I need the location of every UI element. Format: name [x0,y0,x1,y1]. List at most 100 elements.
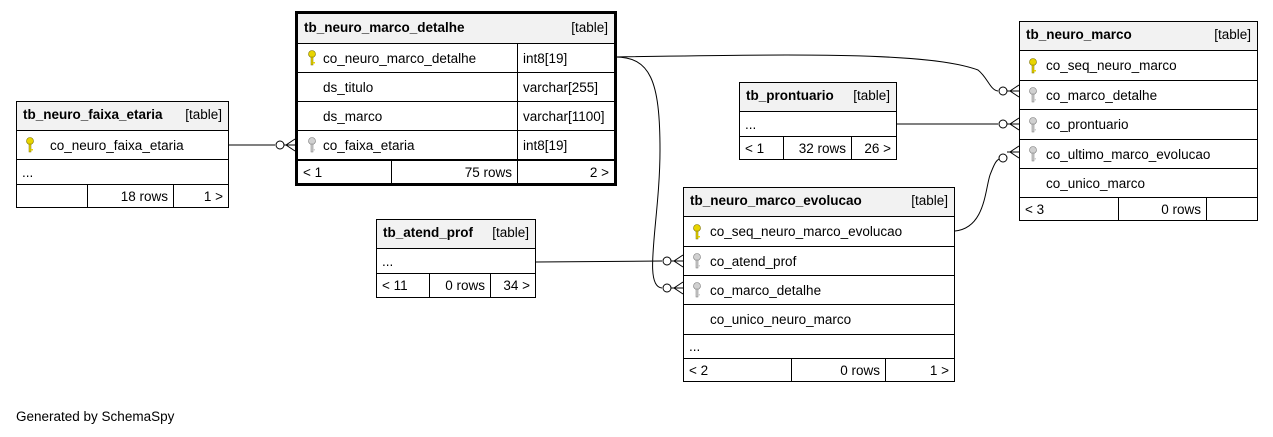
prev-count: < 11 [382,278,408,293]
row-count: 18 rows [87,185,173,207]
foreign-key-icon [308,137,316,153]
generated-by-label: Generated by SchemaSpy [16,409,175,424]
table-type: [table] [571,20,608,35]
table-neuro-faixa-etaria[interactable]: tb_neuro_faixa_etaria [table] co_neuro_f… [16,101,229,208]
table-atend-prof[interactable]: tb_atend_prof [table] ... < 11 0 rows 34… [376,219,536,298]
column-name: co_faixa_etaria [323,137,415,153]
column-row[interactable]: co_seq_neuro_marco [1020,50,1257,80]
column-name: ds_marco [323,108,383,124]
row-count: 75 rows [391,161,517,183]
table-name[interactable]: tb_prontuario [746,88,834,103]
primary-key-icon [308,50,316,66]
table-name[interactable]: tb_neuro_marco [1026,27,1132,42]
column-row[interactable]: ds_marco varchar[1100] [298,101,614,130]
next-count: 34 > [490,274,535,297]
next-count: 2 > [517,161,614,183]
column-row[interactable]: co_marco_detalhe [1020,80,1257,109]
column-row[interactable]: co_marco_detalhe [684,275,954,304]
column-name: co_ultimo_marco_evolucao [1046,146,1211,162]
row-count: 0 rows [429,274,490,297]
column-name: ds_titulo [323,79,374,95]
column-datatype: int8[19] [517,44,614,72]
table-prontuario[interactable]: tb_prontuario [table] ... < 1 32 rows 26… [739,82,897,160]
foreign-key-icon [1029,146,1037,162]
table-header[interactable]: tb_neuro_faixa_etaria [table] [17,102,228,130]
prev-count: < 1 [303,164,323,180]
more-columns: ... [377,248,535,273]
column-name: co_unico_marco [1046,175,1146,191]
table-neuro-marco-evolucao[interactable]: tb_neuro_marco_evolucao [table] co_seq_n… [683,187,955,382]
table-footer: < 3 0 rows [1020,197,1257,220]
relation-evolucao-marco [954,157,1004,232]
column-datatype: int8[19] [517,131,614,159]
primary-key-icon [26,137,34,153]
column-row[interactable]: co_ultimo_marco_evolucao [1020,139,1257,168]
column-name: co_seq_neuro_marco [1046,58,1177,73]
table-footer: < 11 0 rows 34 > [377,273,535,297]
table-header[interactable]: tb_neuro_marco_evolucao [table] [684,188,954,216]
column-row[interactable]: co_seq_neuro_marco_evolucao [684,216,954,246]
table-footer: < 1 75 rows 2 > [298,159,614,183]
column-name: co_neuro_faixa_etaria [50,137,184,153]
table-neuro-marco-detalhe[interactable]: tb_neuro_marco_detalhe [table] co_neuro_… [295,11,617,186]
prev-count: < 3 [1025,201,1045,217]
foreign-key-icon [693,282,701,298]
column-row[interactable]: co_atend_prof [684,246,954,275]
column-row[interactable]: co_neuro_faixa_etaria [17,130,228,159]
column-name: co_neuro_marco_detalhe [323,50,477,66]
next-count: 1 > [173,185,228,207]
table-name[interactable]: tb_neuro_faixa_etaria [23,107,163,122]
table-footer: 18 rows 1 > [17,184,228,207]
prev-count [17,185,87,207]
prev-count: < 2 [689,362,709,378]
column-name: co_marco_detalhe [1046,87,1158,103]
row-count: 32 rows [783,137,851,159]
table-type: [table] [1214,27,1251,42]
column-row[interactable]: co_neuro_marco_detalhe int8[19] [298,43,614,72]
column-name: co_seq_neuro_marco_evolucao [710,224,903,239]
column-datatype: varchar[1100] [517,102,614,130]
next-count: 1 > [885,359,954,381]
relation-detalhe-evolucao [614,56,663,289]
table-type: [table] [853,88,890,103]
table-header[interactable]: tb_atend_prof [table] [377,220,535,248]
foreign-key-icon [693,253,701,269]
table-header[interactable]: tb_neuro_marco_detalhe [table] [298,14,614,43]
column-row[interactable]: ds_titulo varchar[255] [298,72,614,101]
table-header[interactable]: tb_prontuario [table] [740,83,896,111]
table-name[interactable]: tb_atend_prof [383,225,474,240]
column-name: co_prontuario [1046,117,1129,132]
table-footer: < 2 0 rows 1 > [684,358,954,381]
table-name[interactable]: tb_neuro_marco_evolucao [690,193,862,208]
relation-atend-evolucao [535,260,663,263]
table-type: [table] [492,225,529,240]
table-footer: < 1 32 rows 26 > [740,136,896,159]
next-count: 26 > [851,137,896,159]
next-count [1206,198,1257,220]
primary-key-icon [693,223,701,239]
more-columns: ... [740,111,896,136]
table-header[interactable]: tb_neuro_marco [table] [1020,22,1257,50]
column-name: co_marco_detalhe [710,282,822,298]
more-columns: ... [684,334,954,358]
more-columns: ... [17,159,228,184]
foreign-key-icon [1029,87,1037,103]
relation-detalhe-marco [614,54,999,92]
column-row[interactable]: co_unico_neuro_marco [684,304,954,334]
primary-key-icon [1029,57,1037,73]
table-name[interactable]: tb_neuro_marco_detalhe [304,20,465,35]
column-name: co_unico_neuro_marco [710,312,852,327]
foreign-key-icon [1029,116,1037,132]
column-row[interactable]: co_prontuario [1020,109,1257,139]
column-name: co_atend_prof [710,253,797,269]
row-count: 0 rows [791,359,885,381]
column-datatype: varchar[255] [517,73,614,101]
table-type: [table] [185,107,222,122]
column-row[interactable]: co_faixa_etaria int8[19] [298,130,614,159]
column-row[interactable]: co_unico_marco [1020,168,1257,197]
table-type: [table] [911,193,948,208]
table-neuro-marco[interactable]: tb_neuro_marco [table] co_seq_neuro_marc… [1019,21,1258,221]
row-count: 0 rows [1118,198,1206,220]
prev-count: < 1 [745,140,765,156]
